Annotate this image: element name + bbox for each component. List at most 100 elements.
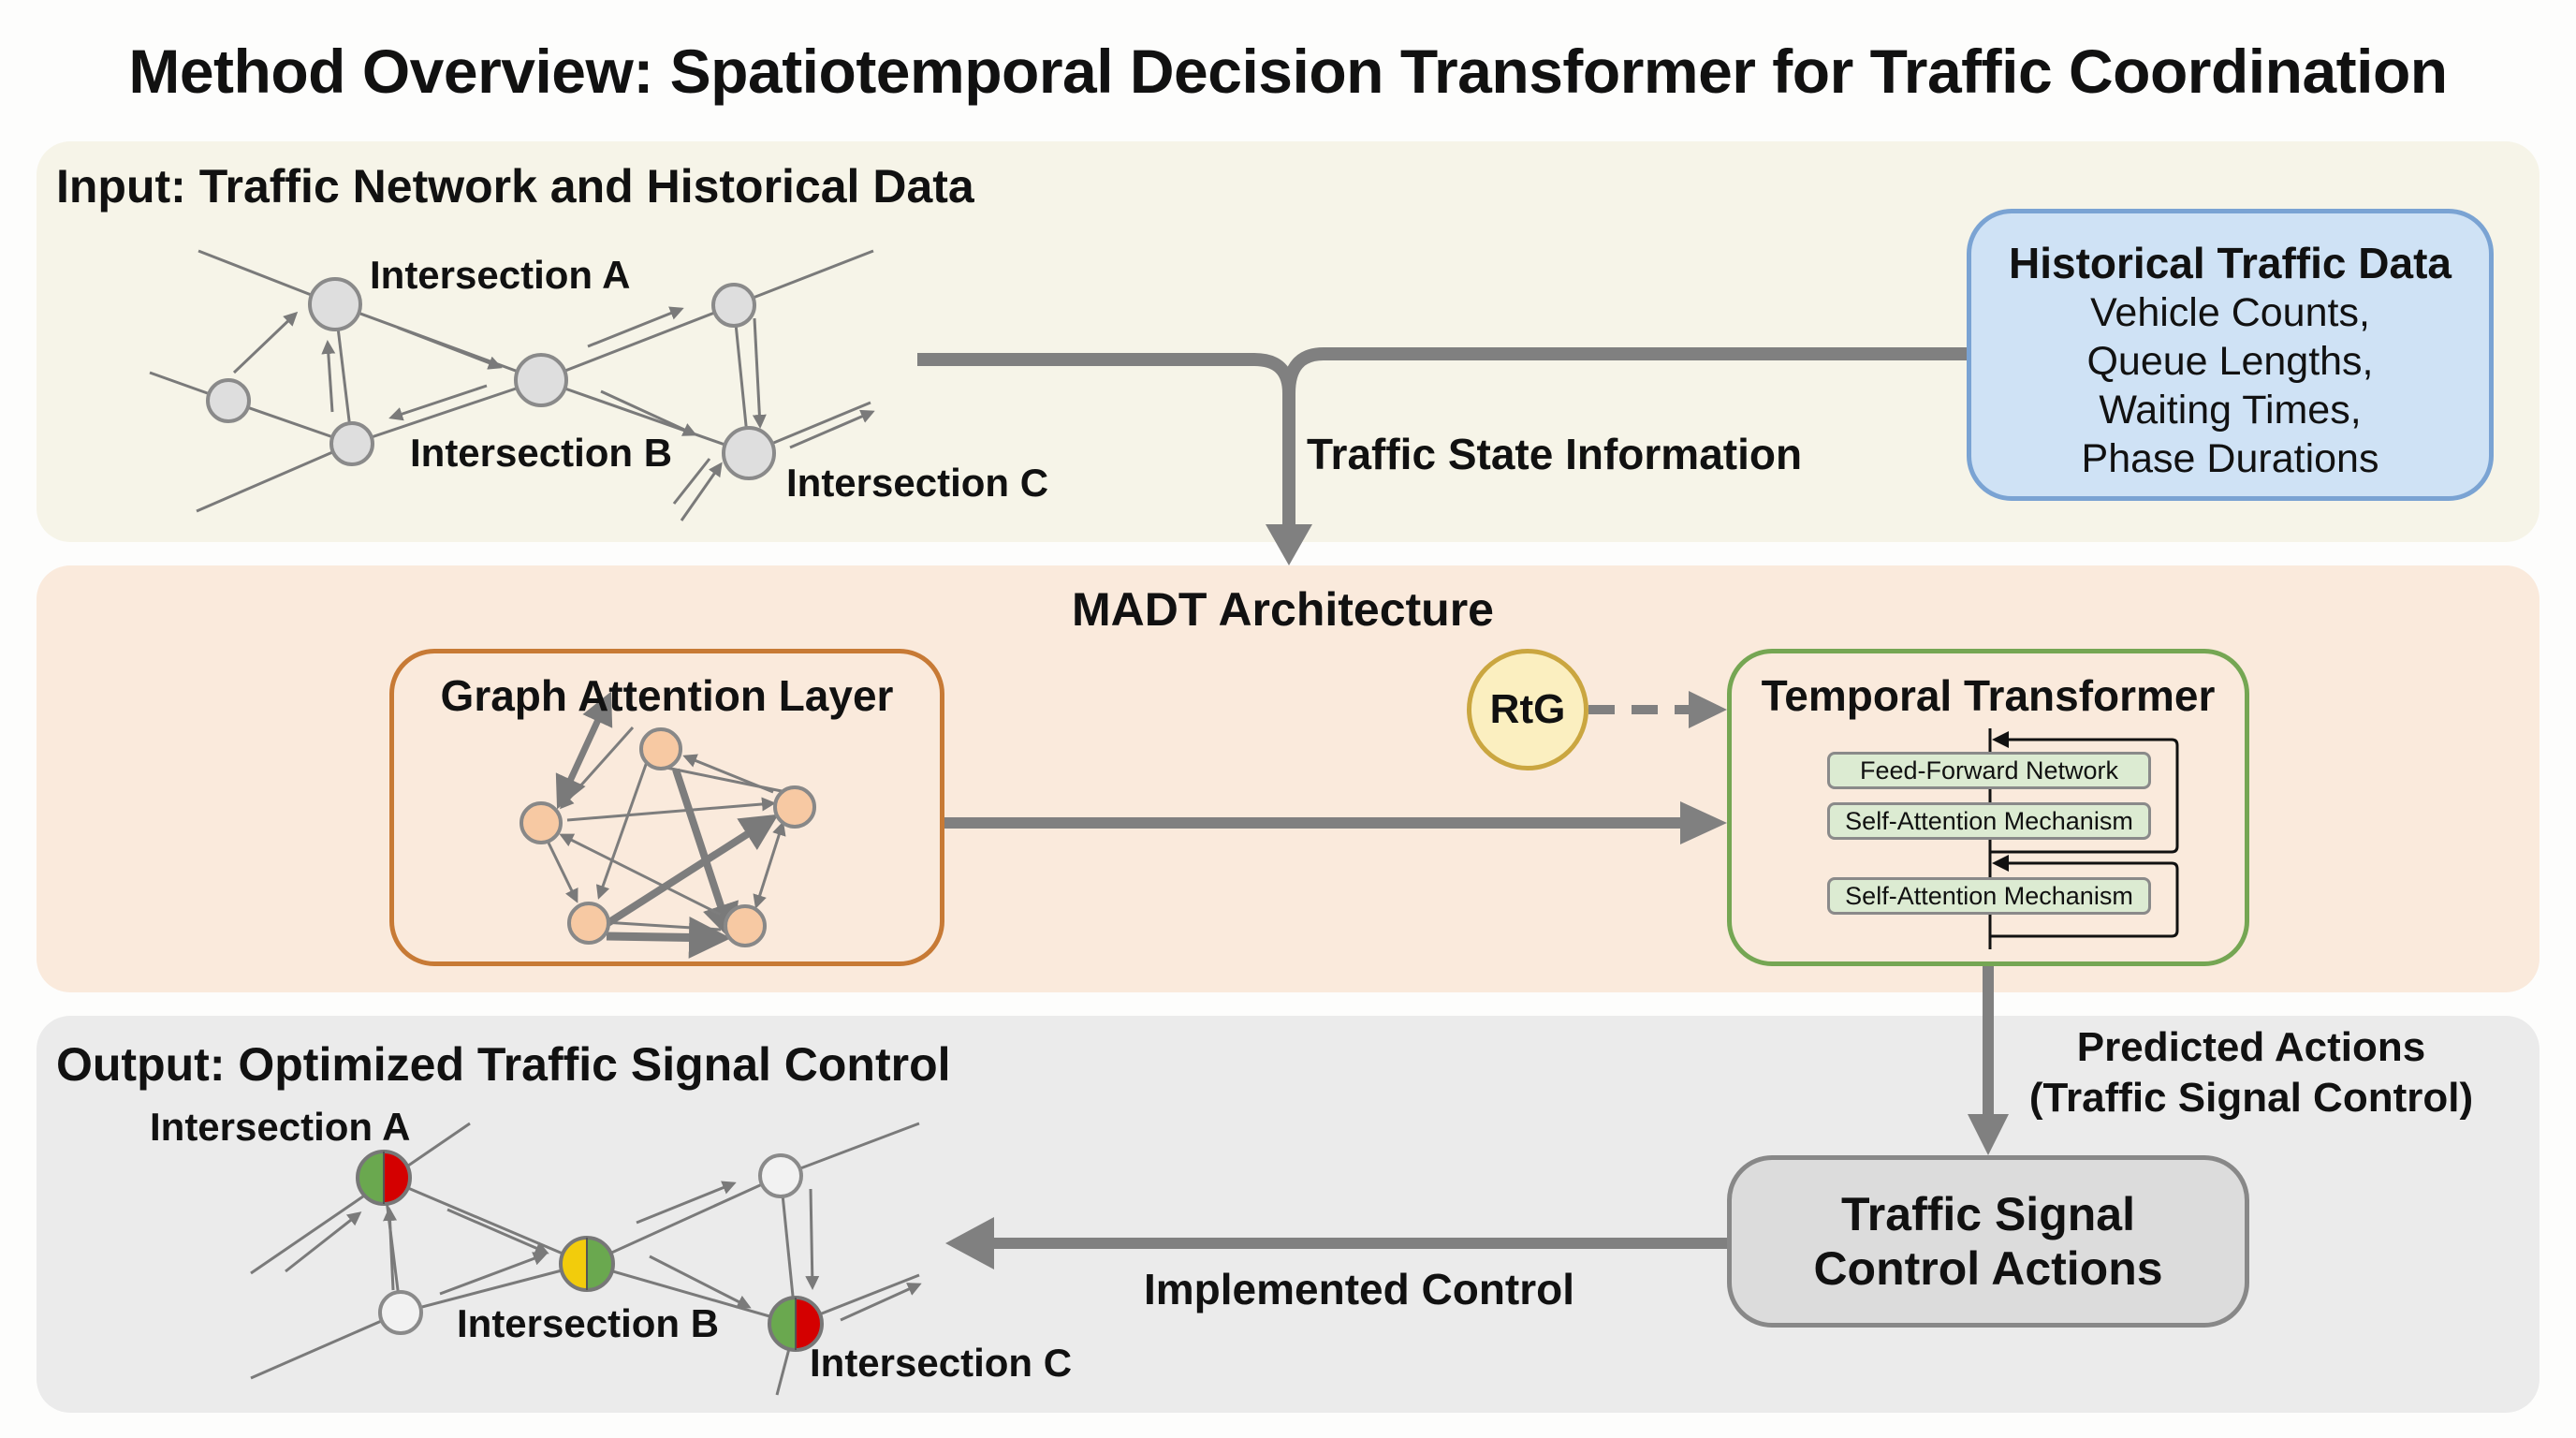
flow-arrow (232, 311, 299, 374)
gat-graph-edges (543, 691, 786, 959)
arrowhead (1689, 691, 1727, 728)
node (711, 283, 756, 328)
transformer-layer-attention: Self-Attention Mechanism (1827, 877, 2151, 915)
road (250, 1122, 471, 1275)
gat-node (639, 727, 682, 770)
signal-half-right-red (384, 1152, 410, 1204)
flow-arrow (680, 462, 723, 521)
implemented-control-label: Implemented Control (1144, 1265, 1575, 1313)
flow-arrow (752, 317, 767, 429)
gat-edge (555, 691, 613, 810)
arrowhead-to-madt (1266, 524, 1312, 565)
historical-data-box: Historical Traffic Data Vehicle Counts, … (1967, 209, 2494, 501)
input-nodes (206, 277, 776, 480)
output-label-intersection-a: Intersection A (150, 1105, 411, 1149)
node (378, 1290, 423, 1335)
node (329, 421, 374, 466)
flow-arrow (446, 1208, 549, 1255)
gat-graph-nodes (520, 727, 816, 947)
signal-box-line1: Traffic Signal (1841, 1188, 2135, 1240)
flow-arrow (397, 326, 503, 370)
road (586, 1174, 782, 1266)
predicted-actions-line1: Predicted Actions (2076, 1024, 2426, 1070)
historical-item: Phase Durations (2081, 436, 2379, 481)
flow-arrow (321, 340, 336, 413)
signal-half-left-yellow (561, 1238, 587, 1290)
connector-from-history (1282, 347, 1967, 394)
signal-half-left-green (358, 1152, 384, 1204)
signal-half-right-green (587, 1238, 613, 1290)
historical-data-title: Historical Traffic Data (2009, 239, 2452, 287)
flow-arrow (600, 389, 697, 436)
transformer-layer-attention: Self-Attention Mechanism (1827, 802, 2151, 840)
gat-node (724, 904, 767, 947)
traffic-state-label: Traffic State Information (1307, 430, 1803, 478)
road (586, 1262, 797, 1326)
signal-intersection-a (356, 1150, 412, 1206)
rtg-node: RtG (1467, 649, 1588, 770)
gat-node (773, 785, 816, 829)
flow-arrow (388, 384, 488, 421)
output-flow-arrows (285, 1181, 922, 1322)
residual-arrowhead (1992, 855, 2009, 872)
road (250, 1311, 402, 1380)
predicted-actions-label: Predicted Actions (Traffic Signal Contro… (2012, 1022, 2490, 1123)
node (206, 378, 251, 423)
node-intersection-b (514, 353, 568, 407)
arrowhead (1680, 801, 1727, 844)
flow-arrow (649, 1255, 752, 1309)
temporal-transformer-box: Temporal Transformer (1727, 649, 2249, 966)
flow-arrow (439, 1252, 548, 1296)
output-nodes (378, 1153, 803, 1335)
signal-control-box: Traffic Signal Control Actions (1727, 1155, 2249, 1328)
signal-intersection-b (559, 1236, 615, 1292)
signal-intersection-c (768, 1296, 824, 1352)
road (351, 378, 542, 446)
road (780, 1122, 920, 1178)
arrowhead (945, 1217, 994, 1269)
flow-arrow (840, 1283, 922, 1322)
input-label-intersection-b: Intersection B (410, 431, 673, 475)
gat-edge (559, 833, 733, 921)
gat-node (567, 902, 610, 945)
flow-arrow (789, 409, 875, 449)
connector-from-network (917, 353, 1295, 534)
road (733, 249, 874, 307)
historical-item: Queue Lengths, (2086, 339, 2374, 384)
road (196, 442, 353, 513)
signal-box-line2: Control Actions (1813, 1242, 2163, 1295)
diagram-title: Method Overview: Spatiotemporal Decision… (128, 37, 2448, 106)
flow-arrow (805, 1188, 820, 1290)
gat-node (520, 801, 563, 844)
gat-edge (606, 916, 731, 959)
input-flow-arrows (232, 306, 875, 521)
flow-arrow (285, 1211, 362, 1273)
output-label-intersection-b: Intersection B (457, 1301, 720, 1345)
rtg-label: RtG (1489, 686, 1566, 732)
madt-panel-title: MADT Architecture (1072, 583, 1494, 636)
gat-edge (682, 754, 774, 794)
flow-arrow (672, 458, 711, 505)
temporal-transformer-title: Temporal Transformer (1761, 671, 2216, 720)
predicted-actions-line2: (Traffic Signal Control) (2028, 1075, 2474, 1121)
signal-half-right-red (796, 1298, 822, 1350)
transformer-layer-ffn: Feed-Forward Network (1827, 752, 2151, 789)
signal-half-left-green (769, 1298, 796, 1350)
traffic-state-connector (917, 347, 1967, 534)
flow-arrow (383, 1207, 398, 1291)
gat-edge (753, 821, 786, 909)
input-panel-title: Input: Traffic Network and Historical Da… (56, 160, 974, 213)
road (400, 1262, 588, 1314)
graph-attention-box: Graph Attention Layer (389, 649, 944, 966)
road (540, 378, 750, 455)
output-road-network (250, 1122, 920, 1396)
arrowhead (1968, 1114, 2009, 1155)
output-panel-title: Output: Optimized Traffic Signal Control (56, 1038, 951, 1091)
residual-arrowhead (1992, 731, 2009, 748)
flow-arrow (587, 306, 684, 348)
node-intersection-c (722, 426, 776, 480)
node-intersection-a (308, 277, 362, 331)
output-label-intersection-c: Intersection C (810, 1341, 1073, 1385)
road (540, 303, 735, 382)
